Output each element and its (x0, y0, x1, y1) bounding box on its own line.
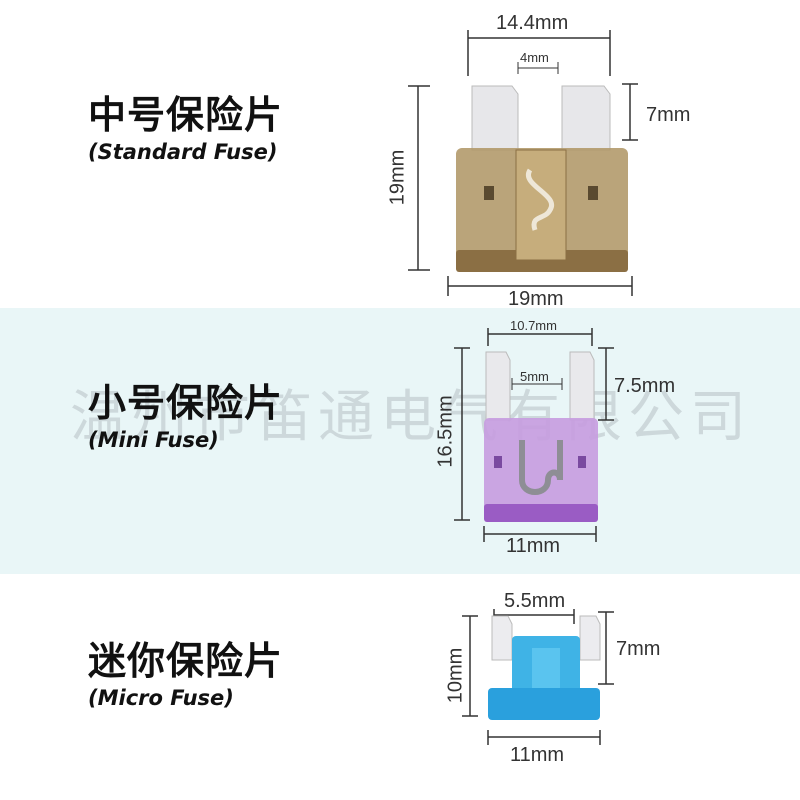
standard-bottom-width: 19mm (508, 288, 564, 310)
watermark: 温州市笛通电气有限公司 (70, 385, 752, 450)
standard-height: 19mm (386, 149, 409, 206)
mini-top-width: 10.7mm (510, 318, 557, 333)
mini-height: 16.5mm (434, 395, 457, 468)
mini-fuse-subtitle: (Mini Fuse) (88, 428, 219, 452)
standard-fuse-section (0, 0, 800, 308)
standard-fuse-title: 中号保险片 (88, 93, 284, 137)
micro-fuse-image (488, 615, 601, 720)
micro-top-width: 5.5mm (504, 590, 566, 612)
mini-bottom-width: 11mm (506, 535, 561, 557)
micro-fuse-title: 迷你保险片 (88, 639, 284, 683)
mini-gap: 5mm (520, 369, 549, 384)
mini-fuse-section (0, 308, 800, 574)
micro-fuse-subtitle: (Micro Fuse) (88, 686, 234, 710)
micro-blade-length: 7mm (616, 638, 661, 660)
standard-top-width: 14.4mm (496, 12, 569, 34)
standard-fuse-subtitle: (Standard Fuse) (88, 140, 278, 164)
micro-height: 10mm (444, 647, 467, 704)
mini-blade-length: 7.5mm (614, 375, 676, 397)
micro-fuse-section (0, 574, 800, 800)
standard-blade-length: 7mm (646, 104, 691, 126)
micro-bottom-width: 11mm (510, 744, 565, 766)
mini-fuse-title: 小号保险片 (88, 381, 284, 425)
standard-fuse-image (456, 85, 628, 272)
mini-fuse-image (484, 351, 598, 522)
standard-gap: 4mm (520, 50, 549, 65)
